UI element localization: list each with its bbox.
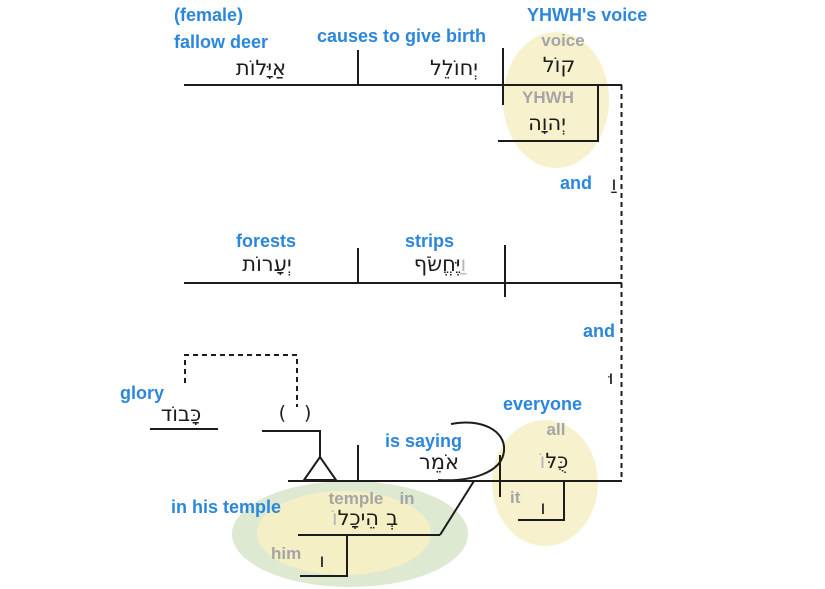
pp-prep-hebrew: בְ [386,506,399,530]
subject3-gloss: all [546,420,566,439]
subject3-hebrew-suffix: וֹ [539,449,546,473]
verb2-hebrew-stem: יֶּחֱשֹׂף [413,252,461,276]
pp-noun-hebrew: הֵיכָל [337,506,380,530]
quote-dashed-connector [184,354,298,407]
subject1-gloss: voice [541,31,585,50]
subject1-label: YHWH's voice [527,5,648,25]
pp-pronoun-hebrew: ו [319,550,325,572]
genitive-gloss: YHWH [522,88,574,107]
pedestal-triangle [302,455,338,481]
subject-pronoun-shelf [518,481,565,521]
pp-label: in his temple [171,497,282,517]
subject1-hebrew: קוֹל [542,53,576,77]
pp-noun-gloss: temple [328,489,384,508]
object1-label-line1: (female) [174,5,244,25]
pp-pronoun-shelf [300,535,348,577]
highlight-yellow-voice [503,32,609,168]
verb2-hebrew: וַיֶּחֱשֹׂף [402,252,478,277]
pp-hebrew: בְהֵיכָלוֹ [310,506,420,531]
highlight-yellow-all [492,420,598,546]
participle-arc [437,421,506,482]
conjunction2-hebrew: וּ [608,367,614,389]
conjunction1-label: and [560,173,593,193]
quote-hebrew: כָּבוֹד [160,402,202,426]
verb3-hebrew: אֹמֵר [418,450,460,474]
object1-hebrew: אַיָּלוֹת [235,56,287,80]
pp-pronoun-gloss: him [271,544,302,563]
object1-label-line2: fallow deer [174,32,269,52]
verb3-label: is saying [385,431,463,451]
verb1-hebrew: יְחוֹלֵל [429,56,478,80]
pp-slant [439,480,475,536]
pedestal-platform [262,430,321,457]
verb2-label: strips [405,231,455,251]
quote-placeholder: ( ) [278,402,318,424]
conjunction2-label: and [583,321,616,341]
subject3-hebrew: כֻּלּוֹ [524,449,584,474]
object2-hebrew: יְעָרוֹת [242,252,292,276]
subject-pronoun-gloss: it [510,488,521,507]
genitive-hebrew: יְהוָה [528,111,566,135]
conjunction1-hebrew: וַ [611,173,617,195]
verb2-hebrew-prefix: וַ [460,252,467,276]
genitive-shelf-yhwh [498,85,599,142]
object2-label: forests [236,231,297,251]
verb1-label: causes to give birth [317,26,487,46]
subject3-label: everyone [503,394,583,414]
subject-pronoun-hebrew: ו [540,497,546,519]
highlight-yellow-temple [257,491,431,575]
quote-label: glory [120,383,165,403]
subject3-hebrew-main: כֻּלּ [545,449,569,473]
pp-prep-gloss: in [399,489,415,508]
pp-noun-hebrew-suffix: וֹ [331,506,338,530]
